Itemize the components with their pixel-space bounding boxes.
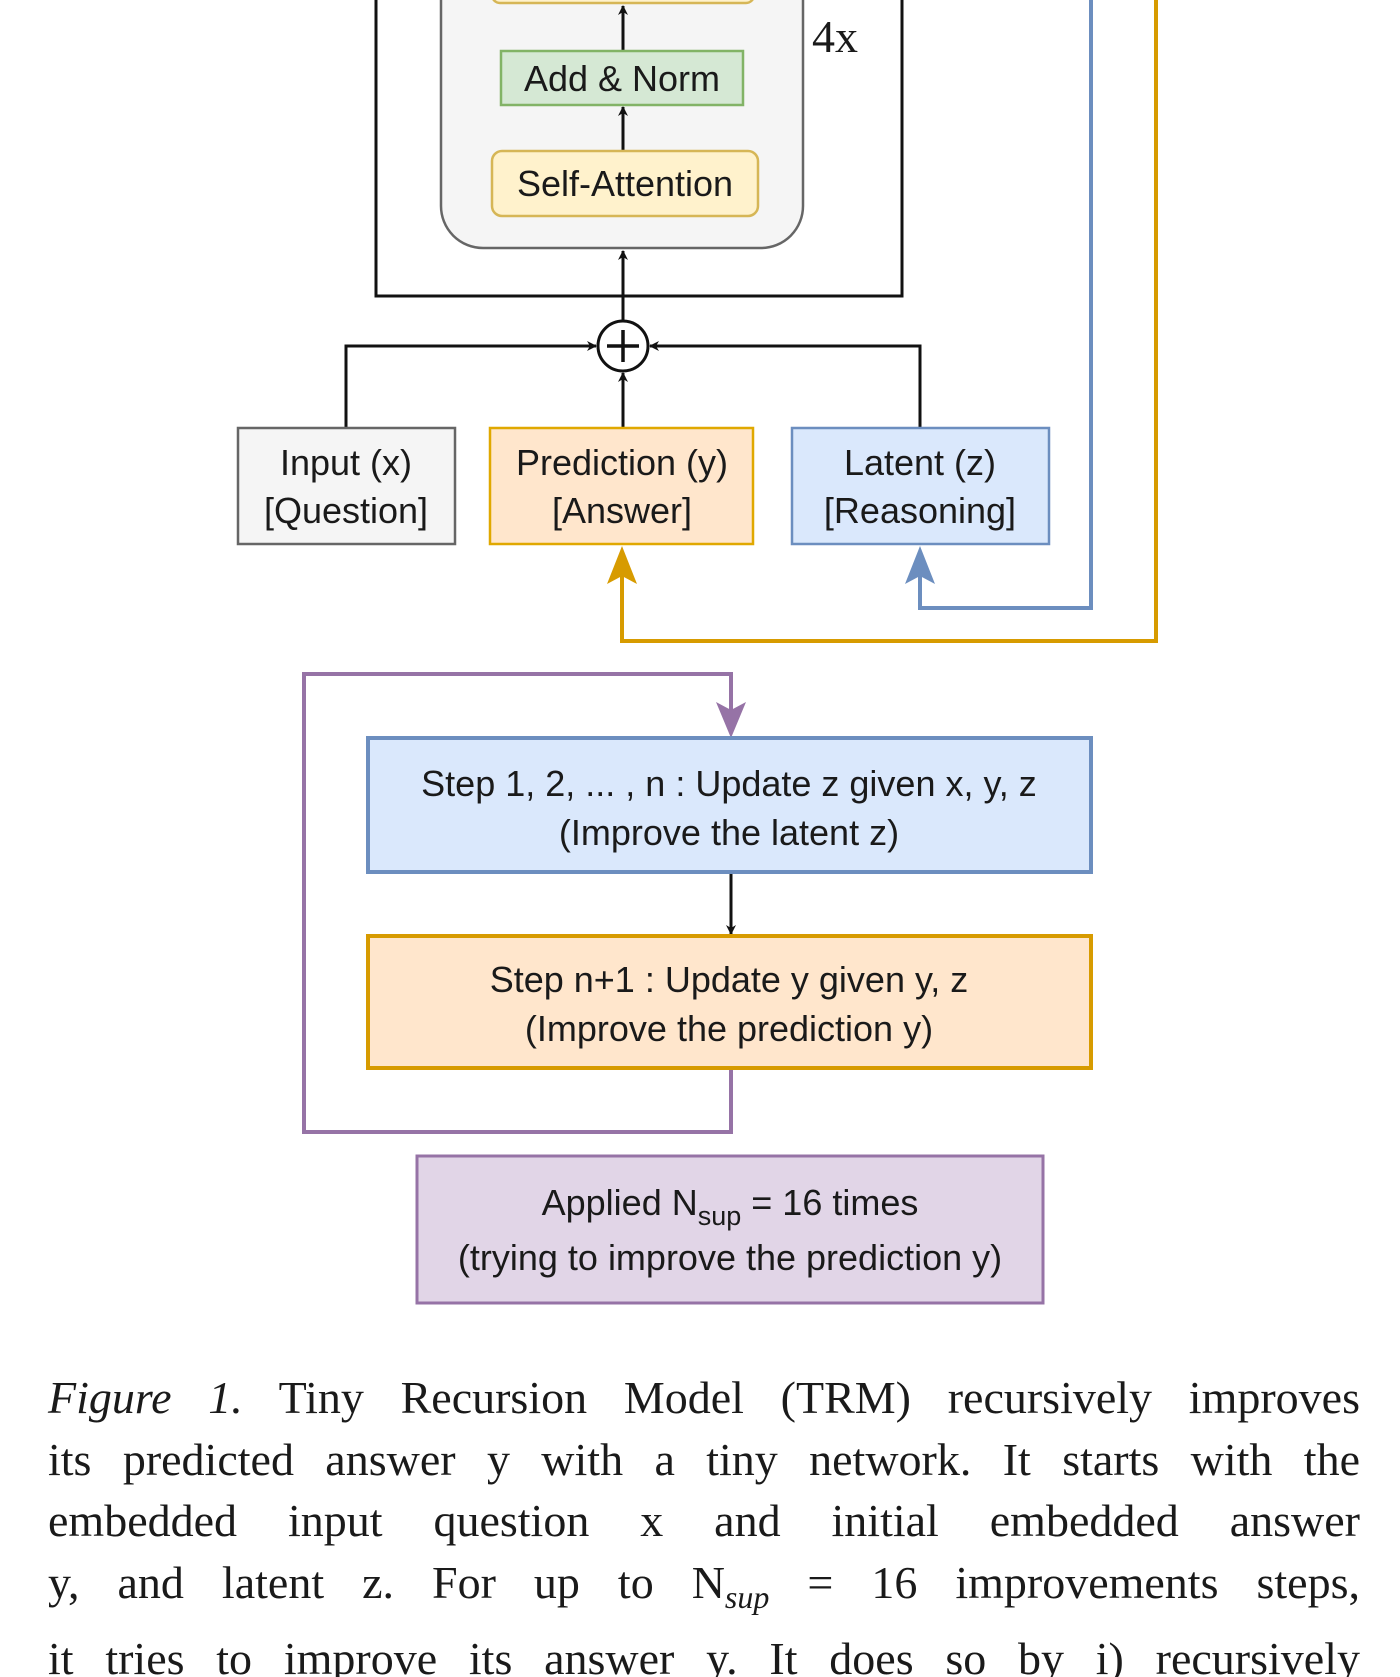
latent-label: Latent (z)	[844, 442, 996, 483]
add-norm-block	[499, 49, 745, 107]
recursion-loop-line	[302, 672, 733, 1134]
prediction-sublabel: [Answer]	[552, 490, 692, 531]
step-latent-label: Step 1, 2, ... , n : Update z given x, y…	[421, 763, 1037, 804]
caption-line: y, and latent z. For up to Nsup = 16 imp…	[48, 1556, 1360, 1615]
applied-sublabel: (trying to improve the prediction y)	[458, 1237, 1002, 1278]
step-prediction-box	[366, 934, 1093, 1070]
prediction-label: Prediction (y)	[516, 442, 728, 483]
input-box	[236, 426, 457, 546]
connector-input	[344, 341, 597, 428]
repeat-label: 4x	[812, 11, 858, 62]
prediction-feedback-line	[620, 0, 1158, 643]
caption-line: its predicted answer y with a tiny netwo…	[48, 1433, 1360, 1485]
caption-line: it tries to improve its answer y. It doe…	[48, 1633, 1360, 1677]
self-attention-label: Self-Attention	[517, 163, 733, 204]
applied-box	[415, 1154, 1045, 1305]
step-prediction-label: Step n+1 : Update y given y, z	[490, 959, 969, 1000]
figure-caption: Figure 1. Tiny Recursion Model (TRM) rec…	[48, 1367, 1360, 1677]
top-block-partial	[492, 0, 754, 5]
latent-feedback-arrowhead	[905, 546, 935, 584]
prediction-feedback-arrowhead	[607, 546, 637, 584]
input-sublabel: [Question]	[264, 490, 428, 531]
recursion-arrowhead	[716, 702, 746, 738]
step-latent-sublabel: (Improve the latent z)	[559, 812, 899, 853]
caption-line: embedded input question x and initial em…	[48, 1495, 1360, 1546]
prediction-box	[488, 426, 755, 546]
step-latent-box	[366, 736, 1093, 874]
add-norm-label: Add & Norm	[524, 58, 720, 99]
latent-sublabel: [Reasoning]	[824, 490, 1016, 531]
latent-box	[790, 426, 1051, 546]
latent-feedback-line	[918, 0, 1093, 610]
caption-line: Figure 1. Tiny Recursion Model (TRM) rec…	[48, 1372, 1360, 1423]
plus-icon	[607, 330, 639, 362]
input-label: Input (x)	[280, 442, 412, 483]
layer-stack-outline	[374, 0, 904, 298]
self-attention-block	[490, 149, 760, 218]
step-prediction-sublabel: (Improve the prediction y)	[525, 1008, 933, 1049]
applied-label: Applied Nsup = 16 times	[542, 1182, 919, 1231]
connector-latent	[649, 341, 922, 428]
